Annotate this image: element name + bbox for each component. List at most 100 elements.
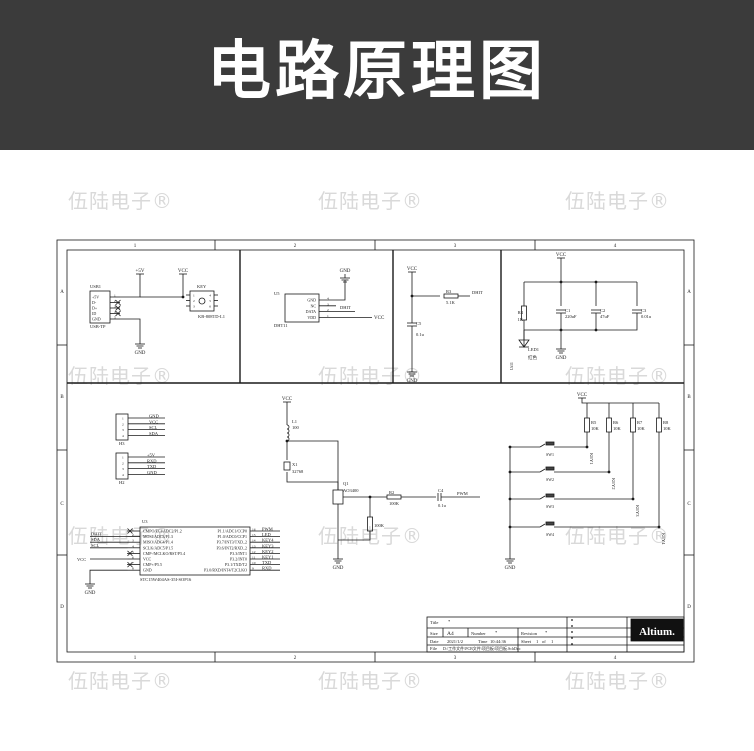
- mcu-net-label: RXD: [262, 566, 272, 571]
- h2-pin-number: 2: [122, 461, 124, 465]
- usb-ref: USB1: [90, 284, 101, 289]
- c2-value: 47uF: [600, 314, 610, 319]
- mcu-pin-name: P3.1/TXD/T2: [225, 562, 247, 567]
- header-banner: 电路原理图: [0, 0, 754, 150]
- h3-net-label: VCC: [149, 419, 158, 424]
- mcu-pin-number: 13: [252, 544, 256, 548]
- date-label: Date: [430, 639, 439, 644]
- frame-row-label: C: [687, 502, 691, 507]
- frame-col-label: 3: [454, 244, 457, 249]
- watermark-text: 伍陆电子®: [68, 189, 173, 213]
- frame-row-label: A: [60, 290, 64, 295]
- crystal-x1: [283, 461, 291, 471]
- key-resistor: [656, 417, 662, 433]
- mcu-pin-name: MISO/ADC4/P1.4: [143, 540, 173, 545]
- h3-ref: H3: [119, 441, 125, 446]
- title-label: Title: [430, 620, 438, 625]
- watermark-text: 伍陆电子®: [318, 669, 423, 693]
- watermark-text: 伍陆电子®: [68, 524, 173, 548]
- date-value: 2021/1/2: [447, 639, 463, 644]
- inductor-l1: [286, 428, 290, 434]
- h3-net-label: GND: [149, 414, 159, 419]
- title-marker-dot: [571, 619, 573, 621]
- no-connect-mark: [127, 528, 133, 534]
- time-label: Time: [478, 639, 487, 644]
- frame-col-label: 4: [614, 656, 617, 661]
- no-connect-mark: [127, 561, 133, 568]
- l1-ref: L1: [292, 419, 297, 424]
- h2-net-label: RXD: [147, 458, 157, 463]
- number-value: *: [495, 630, 498, 635]
- mcu-pin-number: 4: [132, 544, 134, 548]
- junction-dot: [508, 445, 512, 449]
- r2-ref: R2: [389, 490, 394, 495]
- usb-pin-name: ID: [92, 311, 96, 316]
- x1-value: 32768: [292, 469, 304, 474]
- mcu-vcc-label: VCC: [77, 557, 86, 562]
- mcu-pin-name: GND: [143, 568, 152, 573]
- dht-sensor: [284, 293, 320, 323]
- mcu-pin-name: P3.3/INT1: [230, 551, 247, 556]
- no-connect-mark: [115, 299, 121, 306]
- mcu-pin-name: CMP+/P5.5: [143, 562, 162, 567]
- mcu-pin-name: MOSI/ADC3/P1.3: [143, 534, 173, 539]
- pulldown-resistor: [367, 516, 373, 532]
- dht-pin-name: GND: [307, 298, 316, 303]
- header-h2: [115, 452, 129, 480]
- sheet-value: 1: [536, 639, 538, 644]
- mcu-pin-name: CMP-/MCLKO/RST/P5.4: [143, 551, 185, 556]
- gnd-label: GND: [340, 269, 351, 274]
- h3-pin-number: 1: [122, 417, 124, 421]
- h3-net-label: SCL: [149, 425, 158, 430]
- dht-pin-name: VDD: [307, 315, 316, 320]
- usb-gnd-wire: [120, 318, 141, 340]
- dht-pin-number: 2: [327, 308, 329, 312]
- frame-col-label: 4: [614, 244, 617, 249]
- switch-body: [545, 521, 555, 526]
- mcu-part: STC15W404AS-35I-SOP16: [140, 577, 192, 582]
- gnd-label: GND: [135, 351, 146, 356]
- power-label: VCC: [407, 267, 418, 272]
- key-resistor-ref: R6: [613, 420, 619, 425]
- mcu-ref: U3: [142, 519, 148, 524]
- sheet-border: [66, 249, 685, 653]
- usb-pin-number: 5: [114, 316, 116, 320]
- switch-pin-number: 4: [209, 294, 211, 298]
- title-marker-dot: [571, 637, 573, 639]
- inductor-l1: [286, 432, 290, 438]
- key-net-label: KEY3: [635, 505, 640, 517]
- usb-pin-number: 3: [114, 305, 116, 309]
- pullup-wire: [411, 272, 440, 297]
- mcu-net-label: PWM: [262, 527, 273, 532]
- h3-pin-number: 4: [122, 434, 124, 438]
- h2-pin-number: 1: [122, 456, 124, 460]
- frame-col-label: 2: [294, 244, 297, 249]
- switch-pin-number: 5: [209, 299, 211, 303]
- frame-row-label: B: [60, 395, 64, 400]
- dht-pin-number: 1: [327, 314, 329, 318]
- no-connect-mark: [115, 305, 121, 311]
- altium-logo-text: Altium.: [639, 626, 675, 638]
- switch-ref: KEY: [197, 284, 207, 289]
- r2-value: 100K: [389, 501, 400, 506]
- c3-ref: C3: [641, 308, 647, 313]
- mcu-pin-number: 16: [252, 528, 256, 532]
- mcu-pin-name: CMPO/ECI/ADC2/P1.2: [143, 529, 182, 534]
- usb-part: USB-TP: [90, 324, 106, 329]
- sheet-label: Sheet: [521, 639, 532, 644]
- c3-value: 0.01u: [641, 314, 652, 319]
- pulldown-value: 100K: [374, 523, 385, 528]
- r4-value: 1K: [518, 317, 524, 322]
- key-resistor: [630, 417, 636, 433]
- usb-switch-wire: [140, 274, 184, 298]
- watermark-text: 伍陆电子®: [565, 189, 670, 213]
- power-label: VCC: [577, 393, 588, 398]
- revision-value: *: [545, 630, 548, 635]
- mcu-chip: [139, 526, 251, 576]
- mcu-pin-name: VCC: [143, 557, 152, 562]
- mcu-pin-number: 2: [132, 533, 134, 537]
- key-net-label: KEY4: [661, 533, 666, 545]
- mcu-pin-number: 7: [132, 561, 134, 565]
- switch-pin-number: 6: [209, 305, 211, 309]
- switch-contact: [539, 443, 546, 448]
